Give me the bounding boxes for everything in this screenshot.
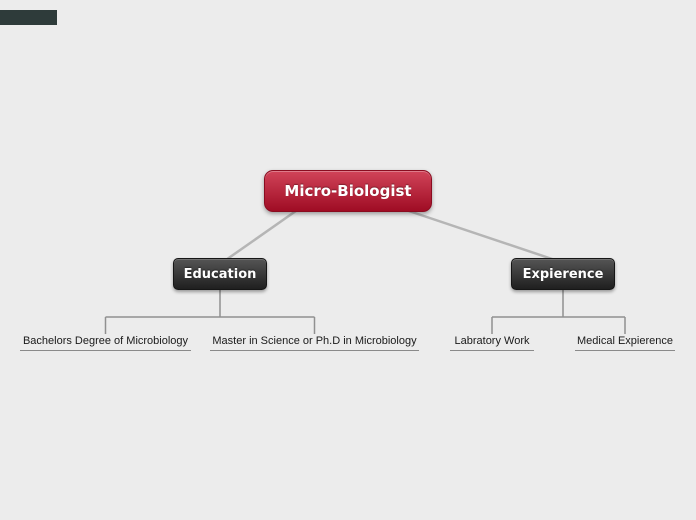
branch-node-education-label: Education	[183, 266, 257, 282]
leaf-node-bachelors-degree-label: Bachelors Degree of Microbiology	[22, 335, 189, 347]
root-to-experience-line	[392, 204, 563, 264]
leaf-node-bachelors-degree[interactable]: Bachelors Degree of Microbiology	[20, 333, 191, 351]
leaf-node-medical-experience[interactable]: Medical Expierence	[575, 333, 675, 351]
experience-branch-connector	[491, 289, 626, 334]
branch-node-education[interactable]: Education	[173, 258, 267, 290]
root-node-micro-biologist[interactable]: Micro-Biologist	[264, 170, 432, 212]
top-dark-bar	[0, 10, 57, 25]
root-to-education-line	[221, 204, 305, 264]
education-branch-connector	[104, 289, 316, 334]
leaf-node-laboratory-work-label: Labratory Work	[454, 335, 530, 347]
branch-node-experience-label: Expierence	[522, 266, 604, 282]
root-node-label: Micro-Biologist	[284, 182, 412, 200]
leaf-node-laboratory-work[interactable]: Labratory Work	[450, 333, 534, 351]
leaf-node-master-phd[interactable]: Master in Science or Ph.D in Microbiolog…	[210, 333, 419, 351]
leaf-node-medical-experience-label: Medical Expierence	[577, 335, 673, 347]
branch-node-experience[interactable]: Expierence	[511, 258, 615, 290]
leaf-node-master-phd-label: Master in Science or Ph.D in Microbiolog…	[212, 335, 417, 347]
